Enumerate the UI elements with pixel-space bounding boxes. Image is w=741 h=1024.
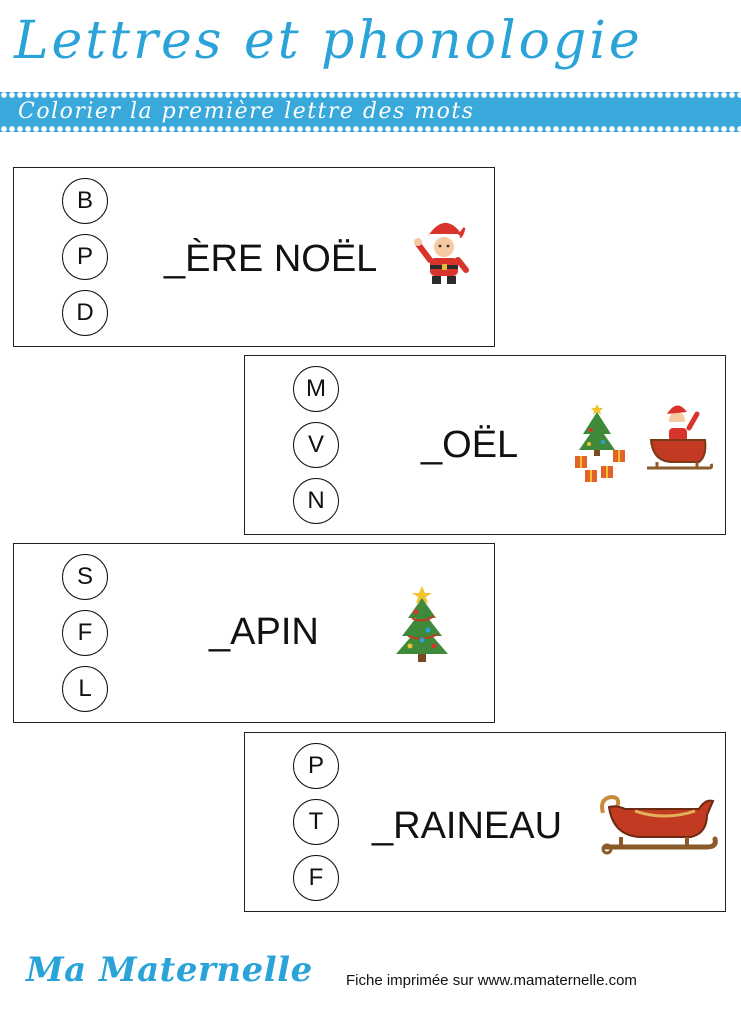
letter-choice-circle[interactable]: D: [62, 290, 108, 336]
page-title: Lettres et phonologie: [14, 11, 643, 71]
instruction-text: Colorier la première lettre des mots: [18, 99, 475, 124]
exercise-card-4: P T F _RAINEAU: [244, 732, 726, 912]
print-source-note: Fiche imprimée sur www.mamaternelle.com: [346, 972, 637, 989]
letter-choice-circle[interactable]: B: [62, 178, 108, 224]
exercise-card-3: S F L _APIN: [13, 543, 495, 723]
christmas-tree-gifts-sleigh-icon: [575, 404, 713, 482]
sleigh-icon: [600, 794, 718, 855]
letter-choice-circle[interactable]: F: [293, 855, 339, 901]
letter-choice-circle[interactable]: L: [62, 666, 108, 712]
incomplete-word: _OËL: [421, 424, 519, 466]
exercise-card-2: M V N _OËL: [244, 355, 726, 535]
letter-choice-circle[interactable]: F: [62, 610, 108, 656]
letter-choice-circle[interactable]: V: [293, 422, 339, 468]
banner-scallop-top: [0, 92, 741, 98]
letter-choice-circle[interactable]: P: [62, 234, 108, 280]
incomplete-word: _APIN: [209, 611, 319, 653]
letter-choice-circle[interactable]: T: [293, 799, 339, 845]
incomplete-word: _RAINEAU: [372, 805, 563, 847]
santa-claus-icon: [414, 220, 470, 284]
incomplete-word: _ÈRE NOËL: [164, 238, 378, 280]
letter-choice-circle[interactable]: P: [293, 743, 339, 789]
letter-choice-circle[interactable]: N: [293, 478, 339, 524]
letter-choice-circle[interactable]: S: [62, 554, 108, 600]
letter-choice-circle[interactable]: M: [293, 366, 339, 412]
exercise-card-1: B P D _ÈRE NOËL: [13, 167, 495, 347]
banner-scallop-bottom: [0, 126, 741, 132]
brand-logo: Ma Maternelle: [26, 950, 313, 990]
christmas-tree-icon: [396, 586, 448, 662]
instruction-banner: Colorier la première lettre des mots: [0, 92, 741, 132]
